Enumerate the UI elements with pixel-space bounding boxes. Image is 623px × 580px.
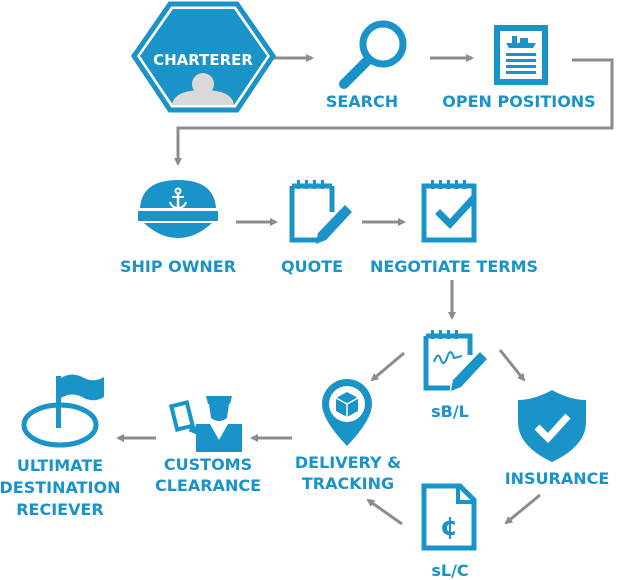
insurance-label: INSURANCE bbox=[505, 469, 610, 488]
slc-label: sL/C bbox=[431, 561, 468, 580]
node-delivery: DELIVERY & TRACKING bbox=[295, 379, 401, 493]
flow-arrows bbox=[116, 54, 614, 526]
search-label: SEARCH bbox=[326, 92, 398, 111]
notepad-signature-icon bbox=[423, 330, 487, 391]
flag-target-icon bbox=[21, 374, 104, 448]
svg-text:¢: ¢ bbox=[440, 512, 458, 542]
node-negotiate-terms: NEGOTIATE TERMS bbox=[370, 180, 538, 276]
document-ship-icon bbox=[494, 25, 548, 85]
ultimate-label-line1: ULTIMATE bbox=[17, 456, 103, 475]
customs-label-line1: CUSTOMS bbox=[164, 455, 252, 474]
delivery-label-line2: TRACKING bbox=[302, 474, 394, 493]
node-search: SEARCH bbox=[326, 20, 407, 111]
coin-document-icon: ¢ bbox=[421, 483, 477, 551]
ultimate-label-line2: DESTINATION bbox=[0, 478, 121, 497]
quote-label: QUOTE bbox=[281, 257, 343, 276]
open-positions-label: OPEN POSITIONS bbox=[442, 92, 595, 111]
arrow-insurance-to-slc bbox=[504, 493, 541, 525]
node-ship-owner: SHIP OWNER bbox=[120, 180, 236, 276]
arrow-slc-to-delivery bbox=[366, 498, 403, 526]
node-insurance: INSURANCE bbox=[505, 390, 610, 488]
arrow-sbl-to-insurance bbox=[498, 349, 526, 382]
anchor-icon bbox=[169, 187, 187, 210]
customs-officer-icon bbox=[168, 396, 242, 452]
person-icon bbox=[172, 73, 234, 105]
captain-hat-icon bbox=[138, 180, 218, 238]
magnifier-icon bbox=[339, 20, 407, 89]
charterer-label: CHARTERER bbox=[153, 51, 253, 69]
map-pin-box-icon bbox=[322, 379, 372, 446]
shield-check-icon bbox=[518, 390, 586, 462]
negotiate-terms-label: NEGOTIATE TERMS bbox=[370, 257, 538, 276]
sbl-label: sB/L bbox=[431, 402, 469, 421]
customs-label-line2: CLEARANCE bbox=[155, 476, 261, 495]
notepad-pencil-icon bbox=[289, 180, 352, 244]
node-ultimate: ULTIMATE DESTINATION RECIEVER bbox=[0, 374, 121, 519]
ultimate-label-line3: RECIEVER bbox=[16, 500, 104, 519]
notepad-check-icon bbox=[421, 180, 477, 243]
node-quote: QUOTE bbox=[281, 180, 352, 276]
delivery-label-line1: DELIVERY & bbox=[295, 453, 401, 472]
node-sbl: sB/L bbox=[423, 330, 487, 421]
ship-owner-label: SHIP OWNER bbox=[120, 257, 236, 276]
node-customs: CUSTOMS CLEARANCE bbox=[155, 396, 261, 495]
node-charterer: CHARTERER bbox=[130, 1, 277, 113]
arrow-open-positions-to-ship-owner bbox=[174, 58, 614, 166]
node-slc: ¢ sL/C bbox=[421, 483, 477, 580]
node-open-positions: OPEN POSITIONS bbox=[442, 25, 596, 111]
arrow-sbl-to-delivery bbox=[370, 351, 405, 382]
